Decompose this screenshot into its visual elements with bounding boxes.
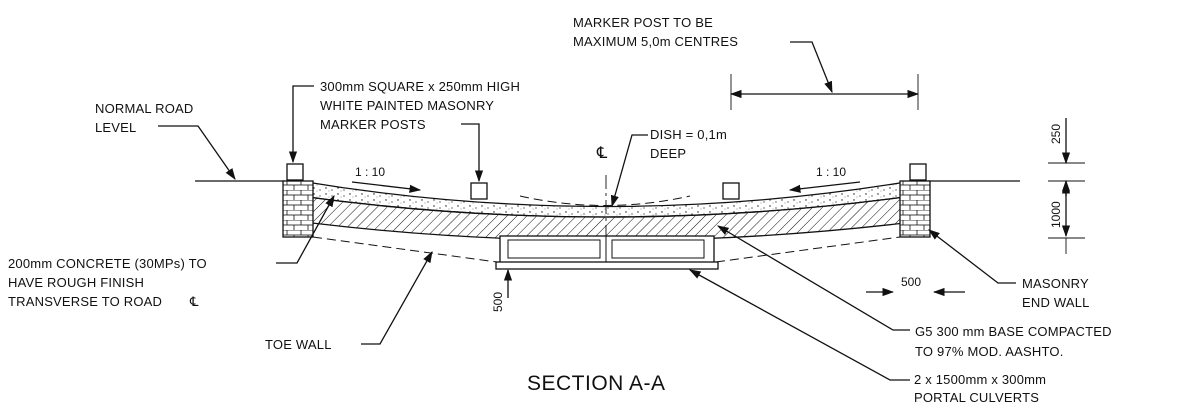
toe-wall-left <box>312 236 498 263</box>
normal-road-level-line1: NORMAL ROAD <box>95 101 194 116</box>
centreline-symbol: ℄ <box>596 145 608 162</box>
concrete-line1: 200mm CONCRETE (30MPs) TO <box>8 256 207 271</box>
marker-posts-line2: WHITE PAINTED MASONRY <box>320 98 494 113</box>
marker-posts-leader-right <box>461 123 484 183</box>
section-title: SECTION A-A <box>527 372 666 395</box>
masonry-end-wall-right <box>899 180 931 238</box>
spacing-leader <box>790 41 833 94</box>
slope-arrow-left <box>351 181 422 193</box>
culverts-leader <box>688 269 910 381</box>
dish-line2: DEEP <box>650 146 686 161</box>
concrete-line3: TRANSVERSE TO ROAD <box>8 294 162 309</box>
marker-post-spacing-line2: MAXIMUM 5,0m CENTRES <box>573 34 738 49</box>
dish-dashed-line <box>519 195 691 206</box>
slope-label-right: 1 : 10 <box>816 165 846 179</box>
toe-wall-right <box>715 236 901 263</box>
marker-post <box>470 182 488 200</box>
dish-leader <box>610 134 648 208</box>
toe-wall-label: TOE WALL <box>265 337 332 352</box>
concrete-line2: HAVE ROUGH FINISH <box>8 275 144 290</box>
marker-post <box>722 182 740 200</box>
marker-posts-leader-left <box>288 85 314 164</box>
marker-post <box>286 163 304 181</box>
toe-wall-leader <box>361 250 433 345</box>
marker-post-spacing-line1: MARKER POST TO BE <box>573 15 713 30</box>
slope-arrow-right <box>788 181 861 193</box>
concrete-leader <box>276 194 335 264</box>
marker-posts-line3: MARKER POSTS <box>320 117 426 132</box>
road-level-leader <box>158 125 236 180</box>
masonry-end-wall-line1: MASONRY <box>1022 276 1089 291</box>
post-height-label: 250 <box>1049 124 1063 144</box>
masonry-end-wall-left <box>282 180 314 238</box>
culverts-line1: 2 x 1500mm x 300mm <box>914 372 1046 387</box>
g5-base-line2: TO 97% MOD. AASHTO. <box>915 344 1064 359</box>
slope-label-left: 1 : 10 <box>355 165 385 179</box>
g5-base-line1: G5 300 mm BASE COMPACTED <box>915 324 1112 339</box>
dish-line1: DISH = 0,1m <box>650 127 727 142</box>
toe-depth-label: 500 <box>491 292 505 312</box>
marker-posts-line1: 300mm SQUARE x 250mm HIGH <box>320 79 520 94</box>
wall-offset-label: 500 <box>901 275 921 289</box>
culverts-line2: PORTAL CULVERTS <box>914 390 1039 405</box>
normal-road-level-line2: LEVEL <box>95 120 136 135</box>
marker-post <box>909 163 927 181</box>
concrete-centreline-symbol: ℄ <box>189 294 199 309</box>
portal-culverts <box>495 235 719 270</box>
masonry-end-wall-leader <box>928 229 1016 284</box>
wall-depth-label: 1000 <box>1049 201 1063 228</box>
g5-base-leader <box>716 225 910 331</box>
masonry-end-wall-line2: END WALL <box>1022 295 1090 310</box>
